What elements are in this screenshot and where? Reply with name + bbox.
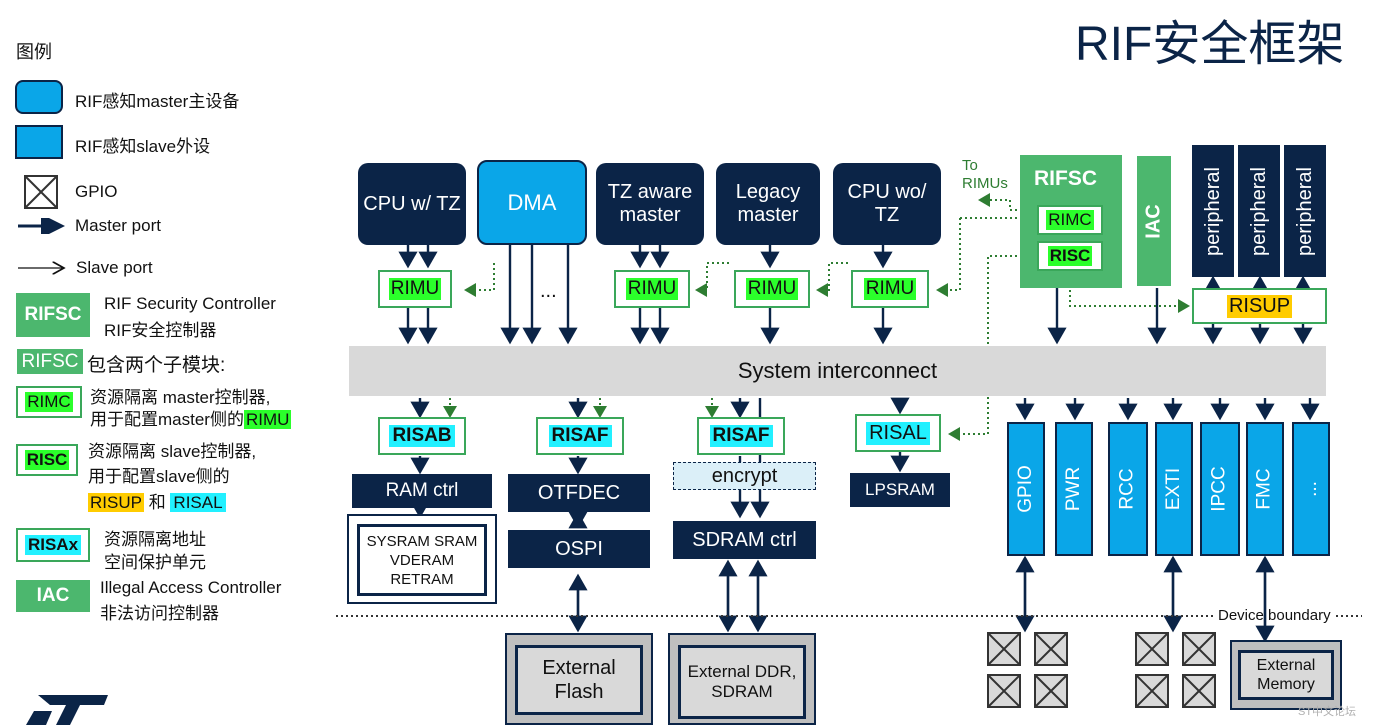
rifsc-title: RIFSC [1034,167,1097,190]
rimu-legacy: RIMU [734,270,810,308]
tz-aware-master: TZ aware master [596,163,704,245]
lpsram: LPSRAM [850,473,950,507]
otfdec: OTFDEC [508,474,650,512]
device-boundary-label: Device boundary [1218,607,1331,624]
legend-rifsc-desc-en: RIF Security Controller [104,294,276,313]
sysram-block: SYSRAM SRAM VDERAM RETRAM [357,524,487,596]
slave-more: ... [1292,422,1330,556]
legend-risax-desc-1: 资源隔离地址 [104,530,206,549]
external-ddr-outer: External DDR, SDRAM [668,633,816,725]
legend-master-port-label: Master port [75,216,161,235]
external-ddr: External DDR, SDRAM [678,645,806,719]
to-rimus-label: To RIMUs [962,157,1008,192]
slave-exti: EXTI [1155,422,1193,556]
legend-gpio-label: GPIO [75,182,118,201]
cpu-with-tz-master: CPU w/ TZ [358,163,466,245]
system-interconnect: System interconnect [349,346,1326,396]
legend-rimc-box: RIMC [16,386,82,418]
dma-ellipsis: ... [540,280,557,302]
st-logo-icon [26,695,108,725]
legend-slave-label: RIF感知slave外设 [75,137,211,156]
rimc-box: RIMC [1037,205,1103,235]
legend-iac-tag: IAC [16,580,90,612]
legend-rifsc-desc-cn: RIF安全控制器 [104,321,217,340]
legend-master-swatch [15,80,63,114]
master-port-arrow-icon [18,218,65,234]
page-title: RIF安全框架 [1075,18,1345,71]
legend-rifsc-sub-text: 包含两个子模块: [87,355,226,376]
risaf-box-ospi: RISAF [536,417,624,455]
ospi: OSPI [508,530,650,568]
legend-risc-desc-3: RISUP 和 RISAL [88,488,226,513]
external-flash: External Flash [515,645,643,715]
cpu-without-tz-master: CPU wo/ TZ [833,163,941,245]
rimu-cpu-tz: RIMU [378,270,452,308]
risaf-box-sdram: RISAF [697,417,785,455]
legend-iac-desc-en: Illegal Access Controller [100,578,282,597]
legend-slave-swatch [15,125,63,159]
sdram-ctrl: SDRAM ctrl [673,521,816,559]
risal-box: RISAL [855,414,941,452]
legend-risax-tag: RISAx [24,535,82,555]
risup-box: RISUP [1192,288,1327,324]
legend-slave-port-label: Slave port [76,258,153,277]
external-memory-outer: External Memory [1230,640,1342,710]
external-flash-outer: External Flash [505,633,653,725]
legend-risc-tag: RISC [24,450,70,470]
rimu-cpu-wo-tz: RIMU [851,270,929,308]
peripheral-2: peripheral [1238,145,1280,277]
slave-rcc: RCC [1108,422,1148,556]
peripheral-1: peripheral [1192,145,1234,277]
encrypt-block: encrypt [673,462,816,490]
slave-gpio: GPIO [1007,422,1045,556]
external-memory: External Memory [1238,650,1334,700]
rifsc-block: RIFSC RIMC RISC [1020,155,1122,288]
slave-port-arrow-icon [18,260,68,276]
legend-risax-desc-2: 空间保护单元 [104,553,206,572]
risc-box: RISC [1037,241,1103,271]
gpio-pads-group-2 [1135,632,1216,708]
legend-rifsc-tag: RIFSC [16,293,90,337]
watermark: ST中文论坛 [1298,706,1357,718]
iac-block: IAC [1137,156,1171,286]
legend-heading: 图例 [16,42,52,62]
legend-iac-desc-cn: 非法访问控制器 [100,604,219,623]
legend-rimc-desc-1: 资源隔离 master控制器, [90,388,271,407]
risab-box: RISAB [378,417,466,455]
ram-ctrl: RAM ctrl [352,474,492,508]
legend-risax-box: RISAx [16,528,90,562]
peripheral-3: peripheral [1284,145,1326,277]
gpio-pad-icon [24,175,58,209]
legend-risc-box: RISC [16,444,78,476]
gpio-pads-group-1 [987,632,1068,708]
legend-risc-desc-1: 资源隔离 slave控制器, [88,442,257,461]
legend-master-label: RIF感知master主设备 [75,92,240,111]
legend-rifsc-sub-tag: RIFSC [17,349,83,374]
dma-master: DMA [477,160,587,245]
slave-pwr: PWR [1055,422,1093,556]
sysram-outer: SYSRAM SRAM VDERAM RETRAM [347,514,497,604]
slave-fmc: FMC [1246,422,1284,556]
slave-ipcc: IPCC [1200,422,1240,556]
legend-risc-desc-2: 用于配置slave侧的 [88,467,230,486]
legend-rimc-tag: RIMC [25,392,73,412]
legacy-master: Legacy master [716,163,820,245]
rimu-tz-aware: RIMU [614,270,690,308]
